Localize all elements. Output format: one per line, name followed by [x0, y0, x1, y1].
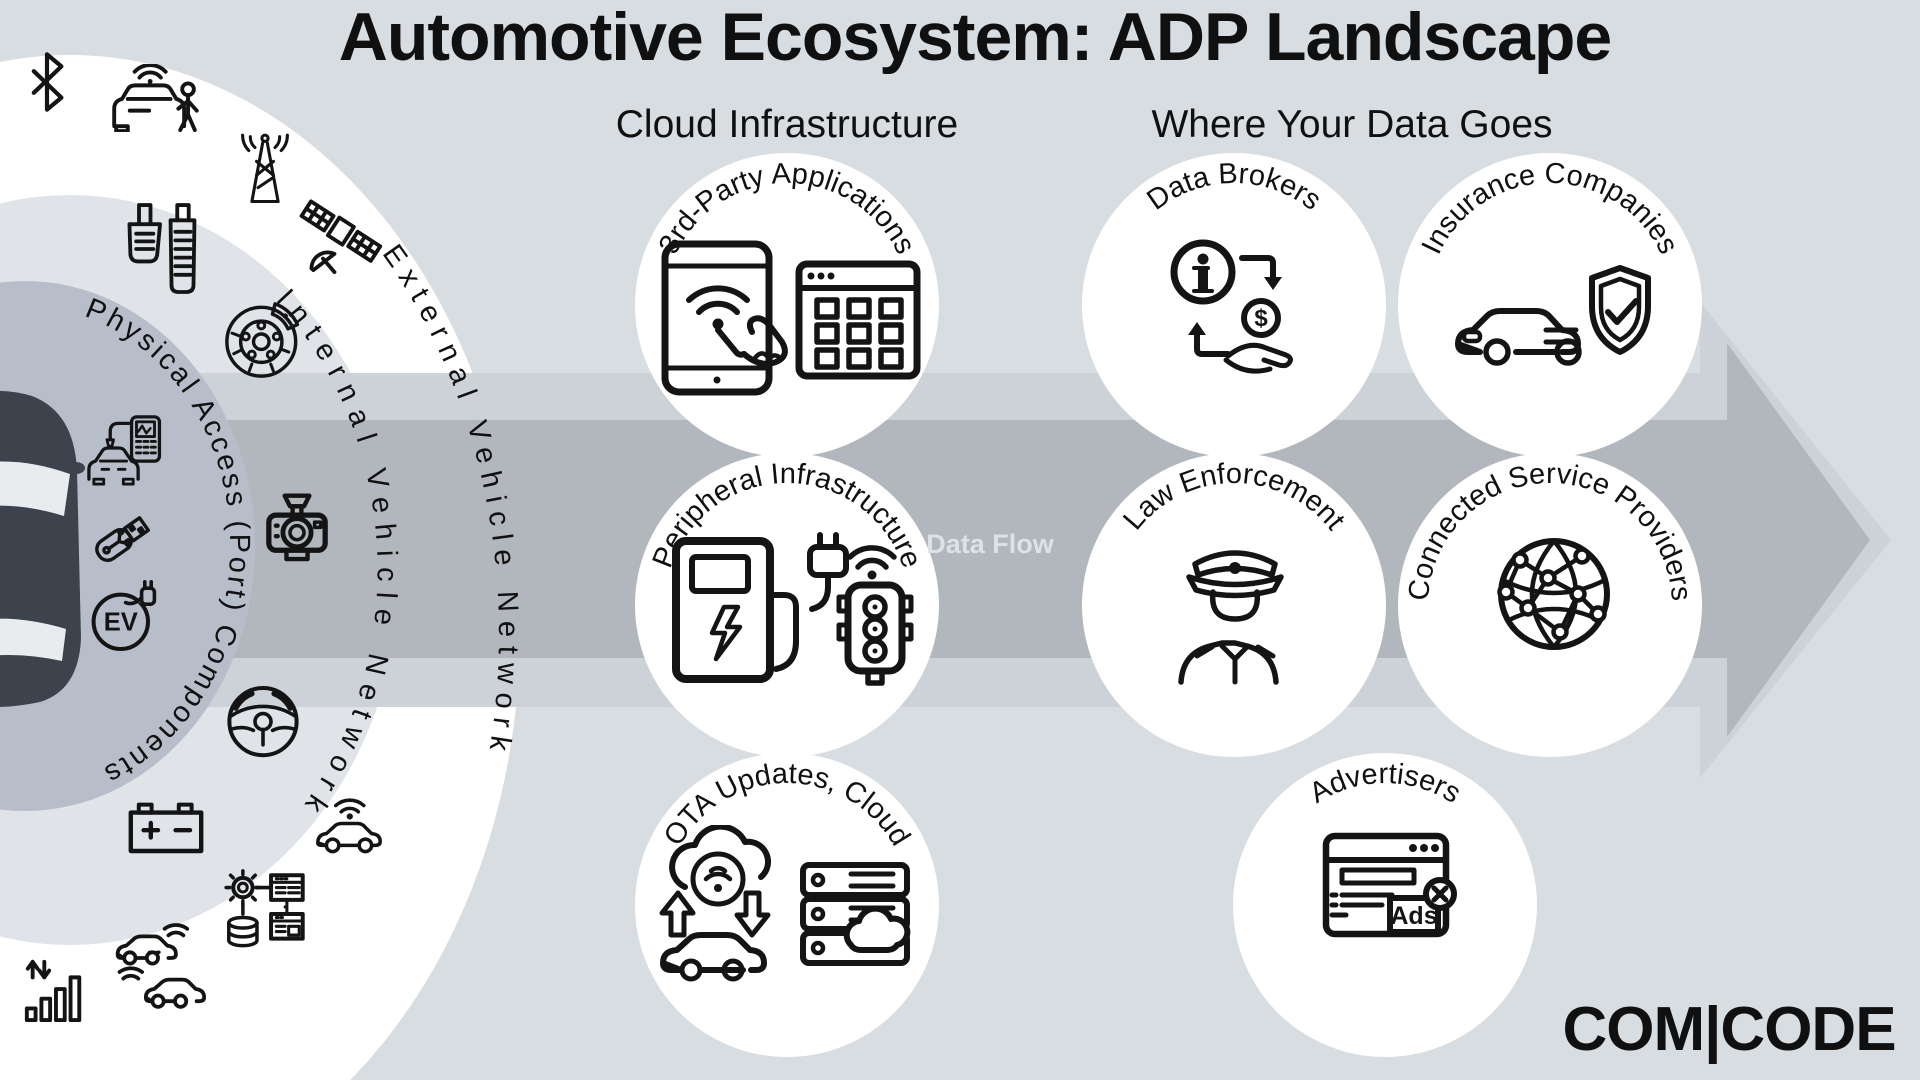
svg-text:EV: EV [104, 609, 138, 637]
pedals-icon [127, 203, 197, 294]
battery-icon [128, 802, 204, 854]
ev-charging-icon: EV [91, 580, 157, 651]
signal-bars-icon [24, 959, 82, 1023]
steering-wheel-icon [227, 686, 299, 758]
bluetooth-icon [31, 52, 64, 112]
police-officer-icon [1178, 550, 1284, 685]
obd-diagnostics-icon [87, 415, 162, 486]
header-where-data-goes: Where Your Data Goes [1151, 103, 1552, 146]
node-law [1082, 453, 1386, 757]
v2v-cars-icon [115, 923, 206, 1009]
car-silhouette [0, 390, 85, 707]
dash-cam-icon [266, 493, 328, 562]
header-cloud-infrastructure: Cloud Infrastructure [616, 103, 959, 146]
info-money-exchange-icon: $ [1170, 239, 1293, 374]
brand-logo: COM|CODE [1562, 995, 1895, 1065]
cell-tower-icon [241, 133, 289, 204]
node-advertisers [1233, 753, 1537, 1057]
cloud-column [635, 153, 1702, 1057]
globe-network-icon [1497, 538, 1610, 650]
data-flow-label: Data Flow [926, 529, 1055, 559]
car-intrusion-icon [112, 64, 199, 132]
node-data-brokers [1082, 153, 1386, 457]
ads-browser-icon: Ads [1322, 832, 1457, 938]
node-third-party [635, 153, 939, 457]
car-shield-icon [1455, 265, 1651, 366]
usb-stick-icon [95, 516, 150, 562]
brake-disc-icon [225, 302, 300, 378]
node-peripheral [635, 453, 939, 757]
ev-charger-traffic-light-icon [672, 532, 914, 686]
node-insurance [1398, 153, 1702, 457]
data-sync-servers-icon [224, 869, 305, 948]
phone-tap-browser-icon [661, 240, 921, 396]
connected-car-icon [316, 798, 382, 854]
svg-text:$: $ [1254, 305, 1268, 332]
node-csp [1398, 453, 1702, 757]
ota-car-servers-icon [659, 825, 911, 982]
node-ota [635, 753, 939, 1057]
satellite-icon [299, 199, 383, 274]
page-title: Automotive Ecosystem: ADP Landscape [339, 0, 1611, 75]
